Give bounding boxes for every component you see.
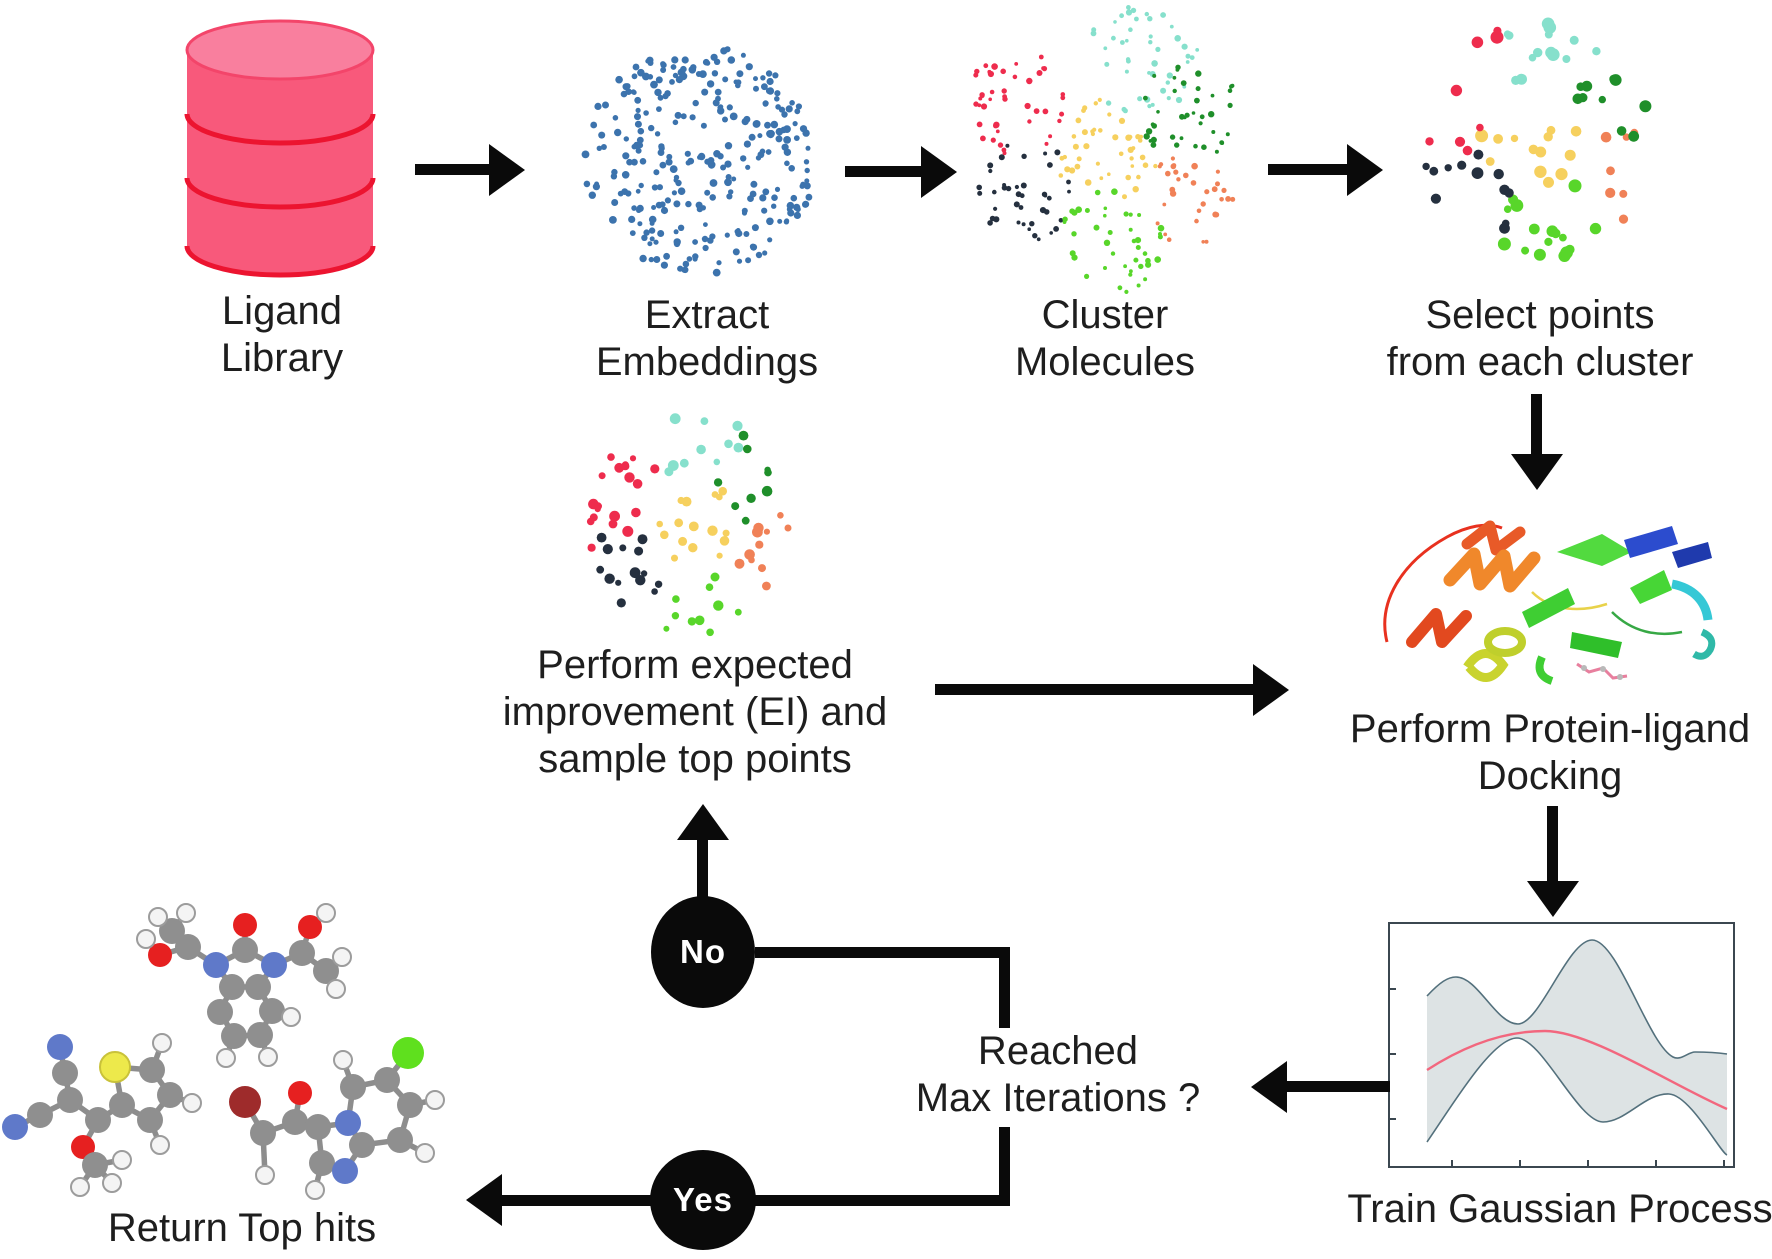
database-cylinder-icon [184,19,376,278]
arrow-selected-to-docking-head [1511,454,1563,490]
docking-label: Perform Protein-ligand Docking [1349,707,1751,798]
extract-embeddings-label: Extract Embeddings [595,293,819,384]
train-gp-label: Train Gaussian Process [1347,1187,1772,1231]
arrow-selected-to-docking [1531,394,1542,456]
arrow-yes-to-hits-head [466,1174,502,1226]
select-points-label: Select points from each cluster [1386,293,1694,384]
arrow-no-to-ei-head [677,804,729,840]
arrow-clusters-to-selected-head [1347,144,1383,196]
no-branch-label: No [680,933,726,970]
ligand-library-label: Ligand Library [220,289,344,380]
arrow-embeddings-to-clusters-head [921,146,957,198]
cluster-scatter-illustration [973,5,1236,294]
arrow-ei-to-docking [935,684,1256,695]
yes-branch-label: Yes [673,1181,733,1218]
decision-label: Reached Max Iterations ? [915,1029,1201,1120]
arrow-docking-to-gp-head [1527,881,1579,917]
arrow-gp-to-decision [1285,1081,1390,1092]
cluster-molecules-label: Cluster Molecules [1014,293,1196,384]
arrow-ei-to-docking-head [1253,664,1289,716]
ei-sampling-label: Perform expected improvement (EI) and sa… [502,643,888,781]
no-branch-circle: No [651,896,755,1008]
top-hit-molecules-illustration [2,903,445,1200]
decision-no-elbow-vertical [999,947,1010,1028]
selected-points-scatter-illustration [1422,17,1652,262]
decision-yes-elbow-vertical [999,1127,1010,1206]
arrow-library-to-embeddings [415,164,492,175]
arrow-no-to-ei [697,837,708,898]
embeddings-scatter-illustration [581,46,813,277]
arrow-clusters-to-selected [1268,164,1350,175]
arrow-docking-to-gp [1547,806,1558,884]
protein-structure-illustration [1383,520,1716,685]
decision-no-line [755,947,1010,958]
gaussian-process-plot [1388,922,1735,1168]
arrow-library-to-embeddings-head [489,144,525,196]
yes-branch-circle: Yes [650,1150,756,1250]
ei-scatter-illustration [586,413,792,637]
return-top-hits-label: Return Top hits [107,1206,377,1250]
arrow-embeddings-to-clusters [845,166,924,177]
arrow-gp-to-decision-head [1251,1061,1287,1113]
